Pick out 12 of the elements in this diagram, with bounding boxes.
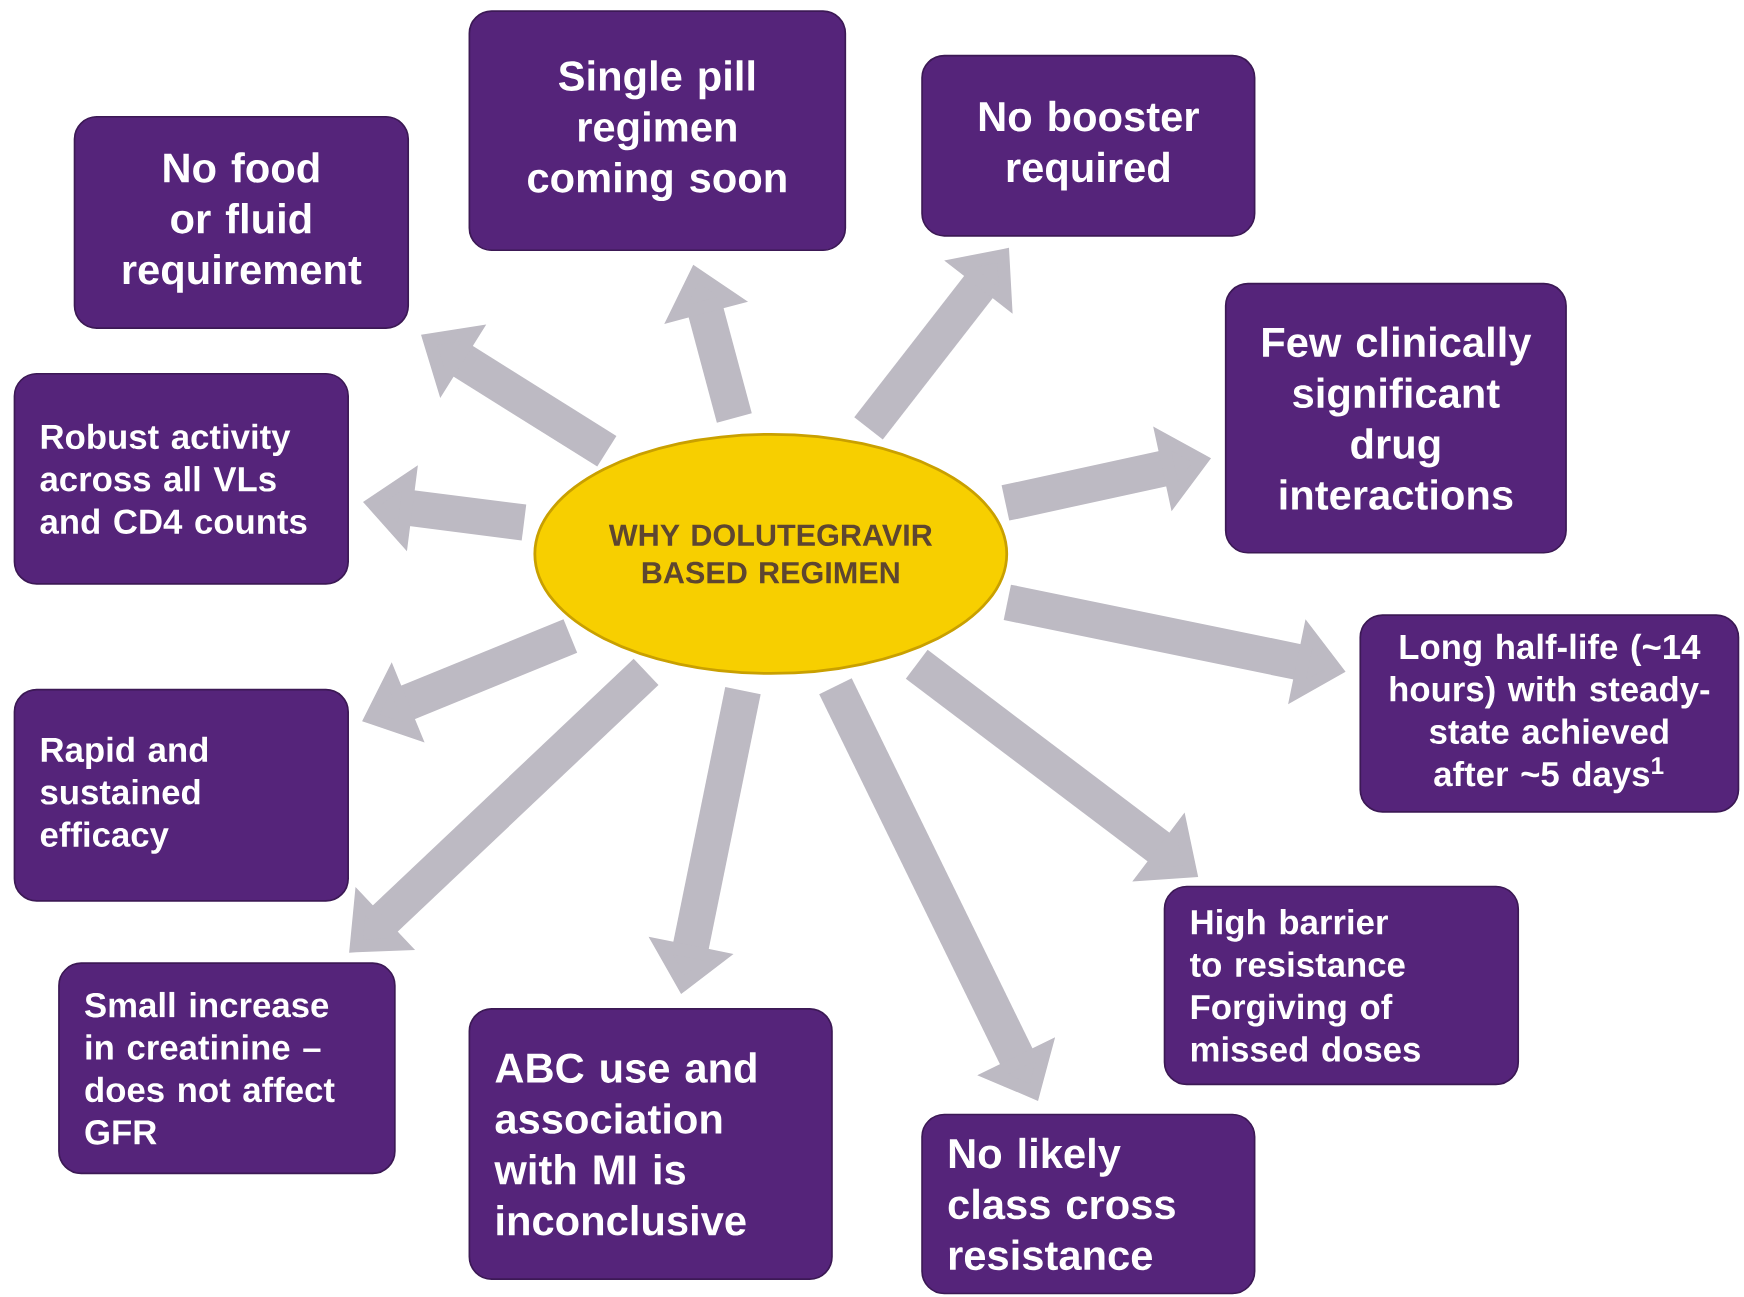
benefit-box: Long half-life (~14 hours) with steady-state achieved after ~5 days$^{1}$ [1359, 614, 1740, 813]
benefit-box: Rapid and sustained efficacy [13, 688, 349, 902]
benefit-box: Small increase in creatinine – does not affect GFR [58, 962, 396, 1175]
benefit-box: No booster required [921, 54, 1256, 237]
benefit-box: Few clinically significant drug interactions [1224, 282, 1567, 554]
benefit-box: ABC use and association with MI is inconclusive [468, 1008, 833, 1280]
benefit-box: No food or fluid requirement [73, 116, 410, 329]
benefit-box: Robust activity across all VLs and CD4 counts [13, 372, 349, 585]
benefit-box: Single pill regimen coming soon [468, 10, 847, 252]
block-arrow [349, 658, 659, 953]
benefit-box: High barrier to resistance Forgiving of missed doses [1163, 885, 1520, 1086]
benefit-box: No likely class cross resistance [921, 1113, 1256, 1295]
